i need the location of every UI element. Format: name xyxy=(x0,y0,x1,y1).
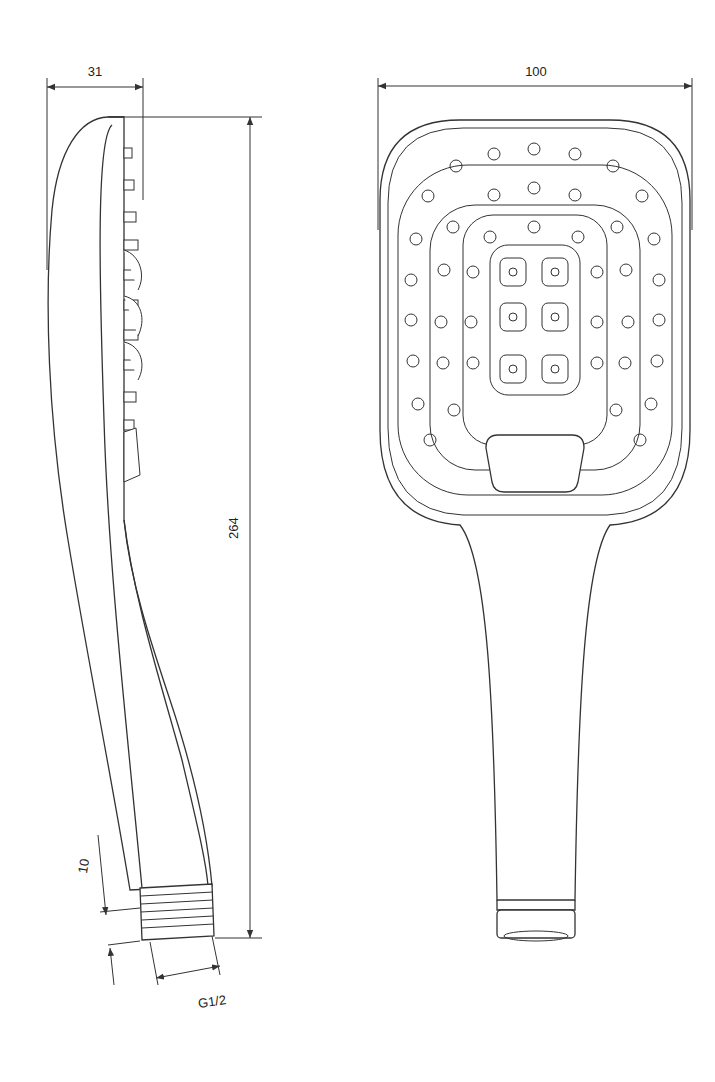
thread-size: G1/2 xyxy=(195,993,229,1012)
nozzles xyxy=(405,143,665,446)
dimension-lines xyxy=(47,78,692,985)
dimension-width-side: 31 xyxy=(86,65,104,79)
side-view xyxy=(48,117,214,940)
dimension-length: 264 xyxy=(227,515,241,541)
front-view xyxy=(380,120,690,941)
dimension-thread-length: 10 xyxy=(75,856,92,877)
dimension-width-front: 100 xyxy=(523,65,549,79)
